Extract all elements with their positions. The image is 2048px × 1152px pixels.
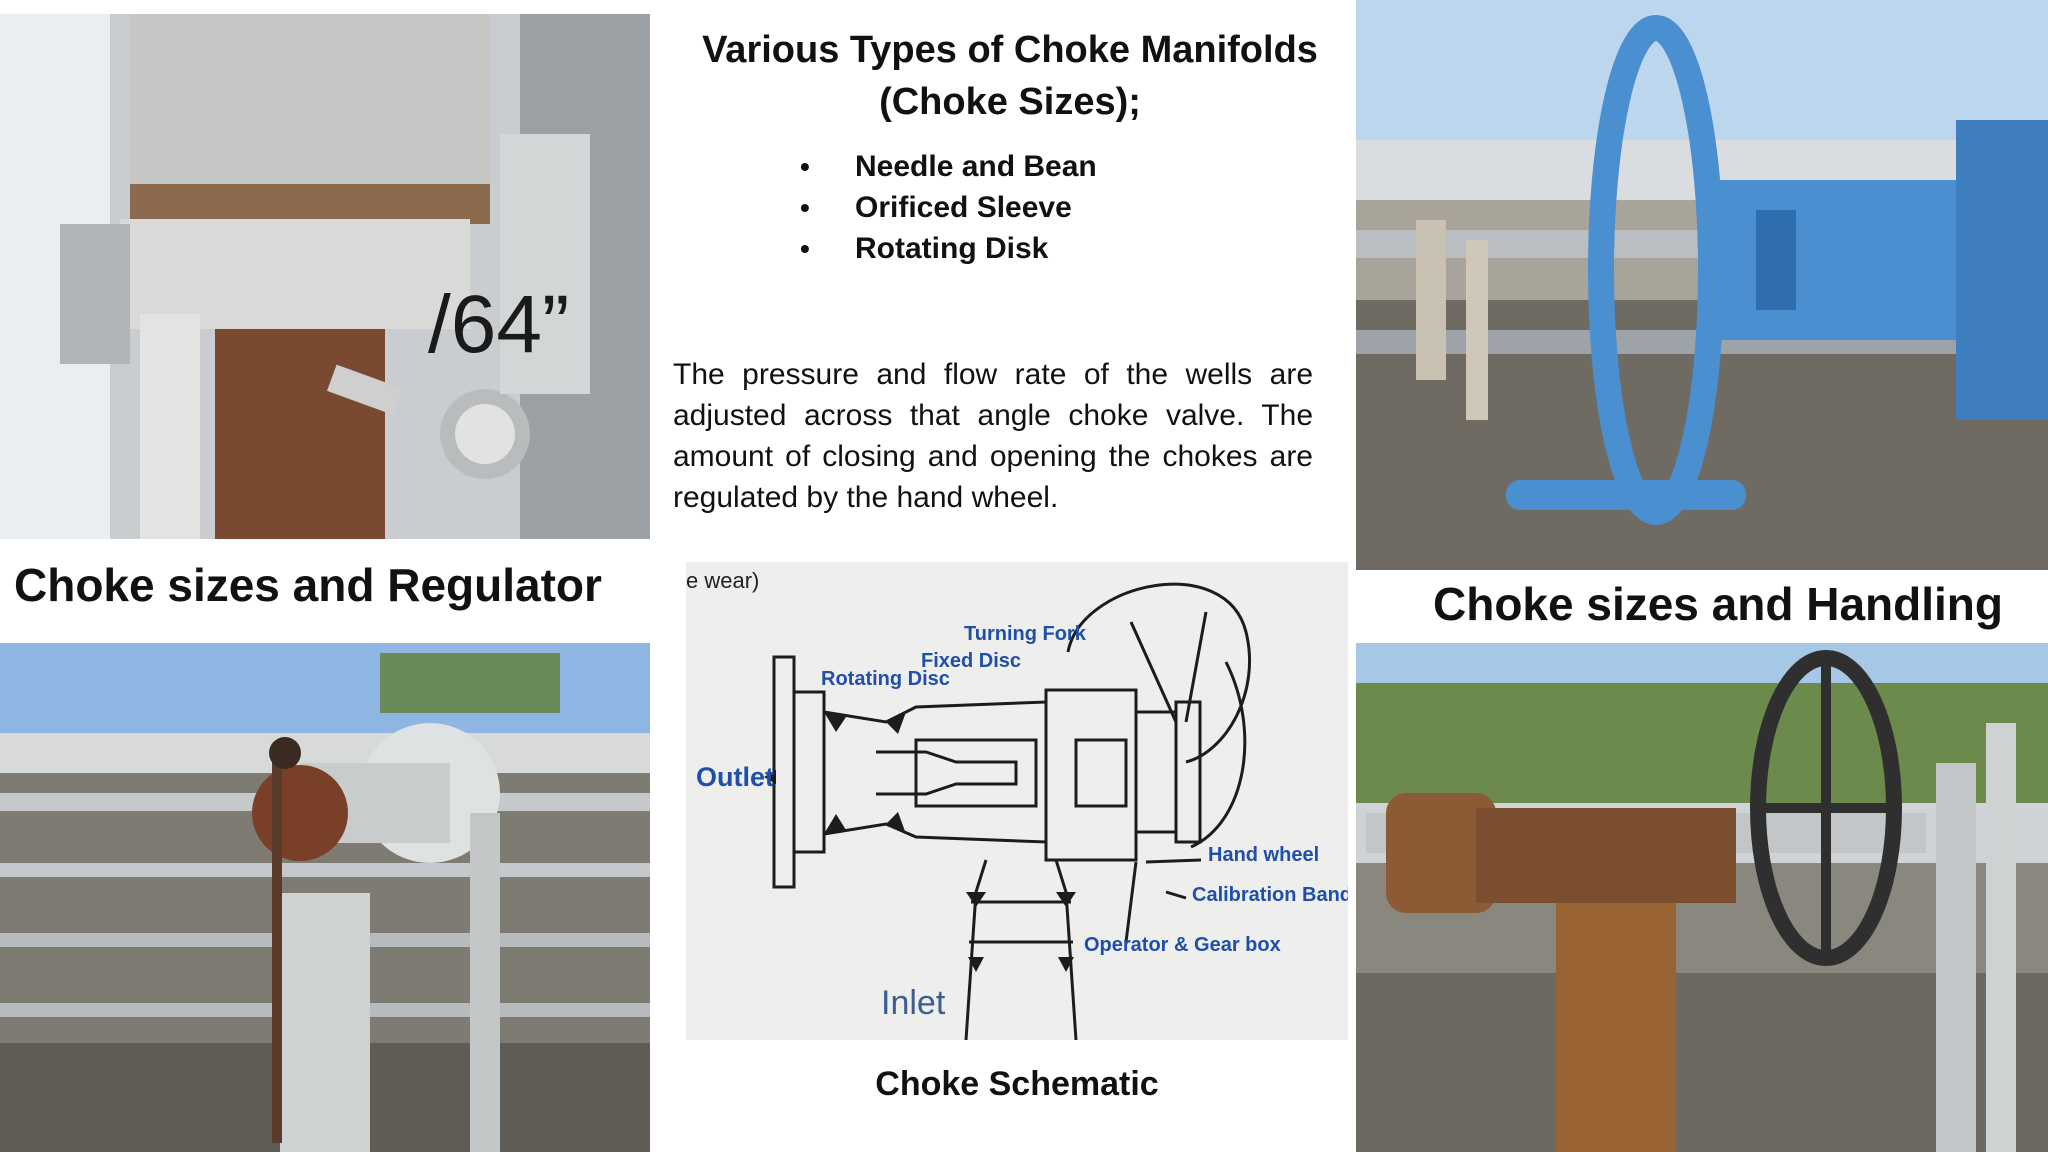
list-item: Orificed Sleeve — [800, 187, 1097, 228]
list-item: Rotating Disk — [800, 228, 1097, 269]
label-rotating-disc: Rotating Disc — [821, 668, 950, 690]
label-turning-fork: Turning Fork — [964, 623, 1086, 645]
photo-choke-regulator — [0, 643, 650, 1152]
caption-regulator: Choke sizes and Regulator — [14, 559, 602, 611]
description-paragraph: The pressure and flow rate of the wells … — [673, 358, 1313, 514]
choke-size-mark: /64” — [428, 279, 570, 370]
choke-types-list: Needle and Bean Orificed Sleeve Rotating… — [800, 146, 1097, 269]
slide-title: Various Types of Choke Manifolds (Choke … — [702, 29, 1318, 123]
label-hand-wheel: Hand wheel — [1208, 844, 1320, 866]
choke-schematic-diagram: e wear) Turning Fork Fixed Disc Rotating… — [686, 562, 1348, 1040]
photo-black-hand-wheel — [1356, 643, 2048, 1152]
label-inlet: Inlet — [881, 984, 946, 1022]
caption-schematic: Choke Schematic — [875, 1065, 1159, 1103]
schematic-corner-text: e wear) — [686, 568, 760, 593]
photo-blue-hand-wheel — [1356, 0, 2048, 570]
label-operator-gear-box: Operator & Gear box — [1084, 934, 1281, 956]
label-calibration-band: Calibration Band — [1192, 884, 1348, 906]
label-fixed-disc: Fixed Disc — [921, 650, 1022, 672]
list-item: Needle and Bean — [800, 146, 1097, 187]
photo-choke-calibration-band — [0, 14, 650, 539]
caption-handling: Choke sizes and Handling — [1433, 578, 2003, 630]
schematic-drawing — [764, 582, 1251, 1040]
label-outlet: Outlet — [696, 762, 774, 792]
